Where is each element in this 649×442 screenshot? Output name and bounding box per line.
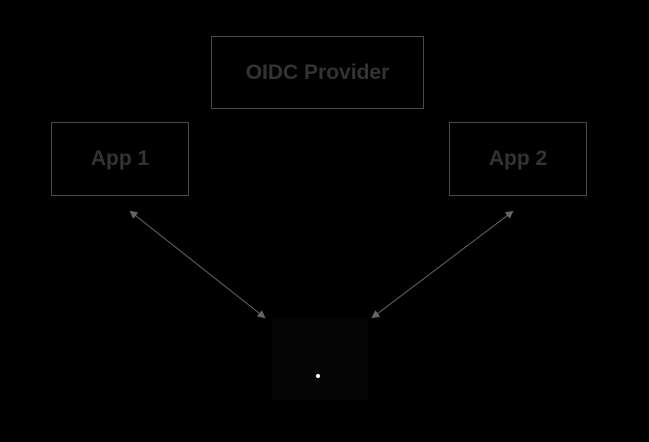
oidc-provider-label: OIDC Provider <box>245 60 390 84</box>
app2-box: App 2 <box>449 122 587 196</box>
arrow-app2-user <box>371 210 514 319</box>
user-dot <box>316 374 320 378</box>
oidc-provider-box: OIDC Provider <box>211 36 424 109</box>
app1-label: App 1 <box>90 147 150 170</box>
arrow-app1-user <box>129 210 266 319</box>
user-node <box>272 318 368 400</box>
app1-box: App 1 <box>51 122 189 196</box>
app2-label: App 2 <box>488 147 548 170</box>
